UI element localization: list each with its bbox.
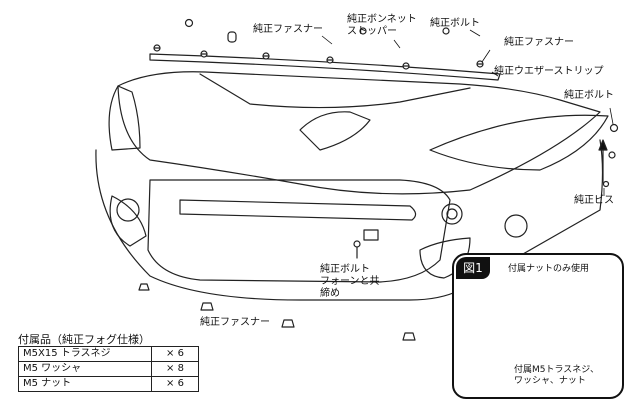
bottom-fastener-4 <box>402 332 416 341</box>
bonnet-stopper-part <box>227 31 237 43</box>
label-fastener-bottom: 純正ファスナー <box>200 317 270 328</box>
left-fog-recess <box>116 198 140 222</box>
bottom-fastener-3 <box>281 319 295 328</box>
screw-part <box>602 180 610 188</box>
bumper-upper-outline <box>117 71 601 195</box>
hood-center-ridge <box>199 73 471 109</box>
label-fastener-top: 純正ファスナー <box>253 24 323 35</box>
parts-list-title: 付属品（純正フォグ仕様） <box>18 333 150 346</box>
right-fog-lamp <box>441 203 463 225</box>
table-row: M5X15 トラスネジ × 6 <box>18 346 199 362</box>
top-bolt-1 <box>184 18 194 28</box>
part-name: M5 ナット <box>18 376 152 392</box>
bottom-fastener-2 <box>200 302 214 311</box>
horn-bracket <box>363 229 379 241</box>
bottom-fastener-1 <box>138 283 150 291</box>
label-bonnet-stopper: 純正ボンネット ストッパー <box>347 14 417 37</box>
grille-slat <box>179 199 417 221</box>
label-bolt-right: 純正ボルト <box>564 90 614 101</box>
label-hardware: 付属M5トラスネジ、 ワッシャ、ナット <box>514 365 600 386</box>
top-bolt-3 <box>442 27 450 35</box>
hood-scoop <box>299 111 371 151</box>
label-screw: 純正ビス <box>574 195 614 206</box>
top-bolt-2 <box>359 27 367 35</box>
right-upper-blade <box>429 114 609 171</box>
left-headlight <box>108 85 141 151</box>
label-bolt-bottom: 純正ボルト フォーンと共 締め <box>320 264 380 299</box>
label-nut-only: 付属ナットのみ使用 <box>508 264 590 274</box>
right-bolt-part-2 <box>608 151 616 159</box>
label-fastener-right: 純正ファスナー <box>504 37 574 48</box>
right-bolt-part <box>609 123 619 133</box>
part-name: M5 ワッシャ <box>18 361 152 377</box>
weatherstrip-strip <box>149 53 501 81</box>
table-row: M5 ワッシャ × 8 <box>18 361 199 377</box>
label-weatherstrip: 純正ウエザーストリップ <box>494 66 604 77</box>
part-name: M5X15 トラスネジ <box>18 346 152 362</box>
figure-badge: 図1 <box>456 257 490 279</box>
horn-bolt <box>353 240 361 248</box>
parts-table: M5X15 トラスネジ × 6 M5 ワッシャ × 8 M5 ナット × 6 <box>18 346 199 392</box>
part-qty: × 6 <box>151 376 199 392</box>
part-qty: × 8 <box>151 361 199 377</box>
table-row: M5 ナット × 6 <box>18 376 199 392</box>
label-bolt-top: 純正ボルト <box>430 18 480 29</box>
grille-opening <box>147 179 451 283</box>
left-fog-pod <box>109 195 147 247</box>
part-qty: × 6 <box>151 346 199 362</box>
